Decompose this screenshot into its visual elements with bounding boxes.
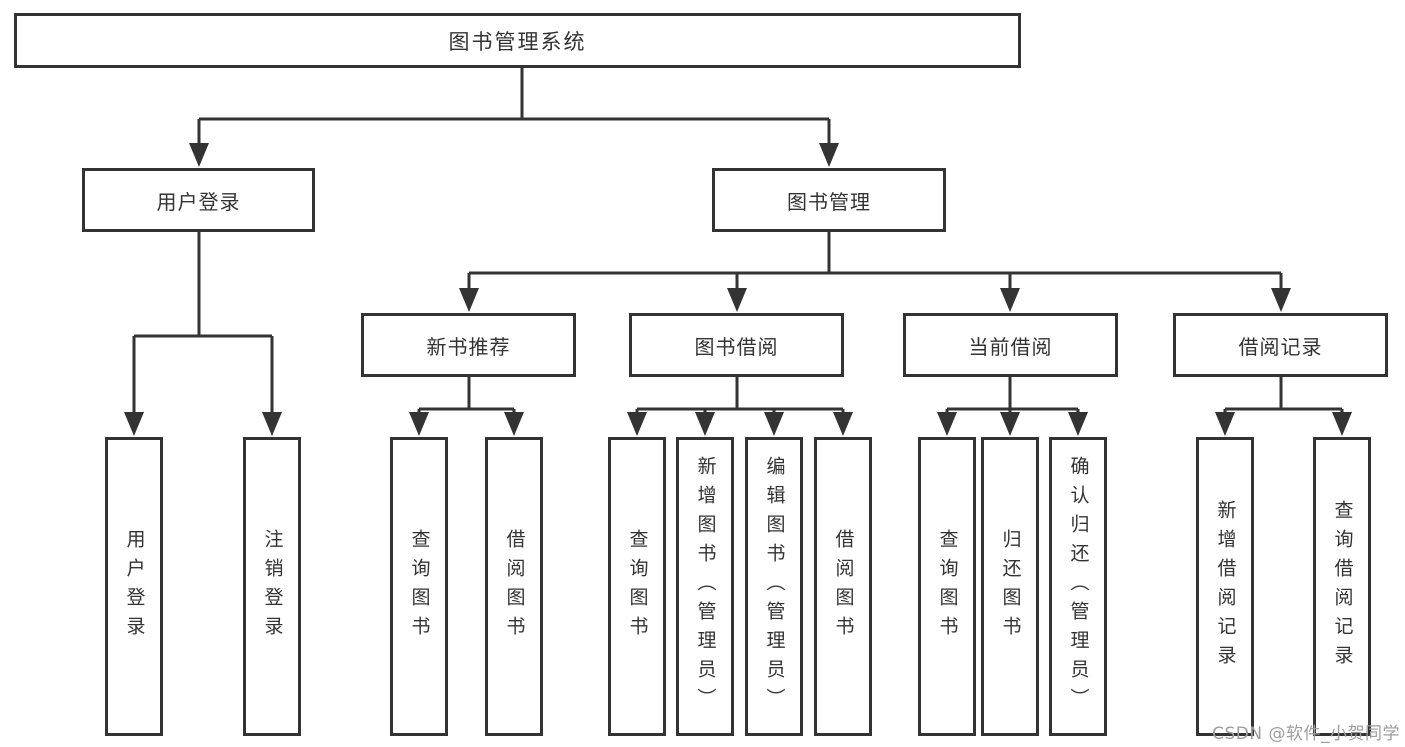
connector-user-login-to-children [132,232,274,414]
leaf-user-login: 用户登录 [105,437,163,736]
node-user-login-label: 用户登录 [156,189,241,214]
leaf-add-borrow-record: 新增借阅记录 [1196,437,1254,736]
leaf-query-borrow-record-label: 查询借阅记录 [1331,499,1354,674]
node-current-borrow: 当前借阅 [903,313,1118,377]
connector-borrow-records-to-children [1223,377,1344,414]
node-new-book-recommend: 新书推荐 [361,313,576,377]
connector-book-management-to-level3 [467,232,1283,290]
leaf-query-books-recommend-label: 查询图书 [408,528,431,645]
leaf-borrow-books-recommend: 借阅图书 [485,437,543,736]
leaf-add-books-admin-label: 新增图书（管理员） [694,456,717,717]
leaf-query-books-current: 查询图书 [918,437,976,736]
arrowhead-icon [504,412,524,436]
arrowhead-icon [819,143,839,167]
arrowhead-icon [1215,412,1235,436]
node-root-label: 图书管理系统 [448,29,587,54]
arrowhead-icon [1000,412,1020,436]
arrowhead-icon [833,412,853,436]
arrowhead-icon [409,412,429,436]
connector-book-borrow-to-children [635,377,845,414]
node-new-book-recommend-label: 新书推荐 [426,334,511,359]
node-current-borrow-label: 当前借阅 [968,334,1053,359]
leaf-query-borrow-record: 查询借阅记录 [1313,437,1371,736]
arrowhead-icon [1068,412,1088,436]
leaf-confirm-return-admin: 确认归还（管理员） [1049,437,1107,736]
node-book-management: 图书管理 [712,168,946,232]
arrowhead-icon [459,288,479,312]
arrowhead-icon [937,412,957,436]
leaf-logout-label: 注销登录 [261,528,284,645]
leaf-borrow-books-borrow-label: 借阅图书 [832,528,855,645]
arrowhead-icon [124,412,144,436]
node-root: 图书管理系统 [14,13,1021,68]
arrowhead-icon [1271,288,1291,312]
leaf-confirm-return-admin-label: 确认归还（管理员） [1067,456,1090,717]
arrowhead-icon [189,143,209,167]
arrowhead-icon [695,412,715,436]
node-book-management-label: 图书管理 [787,189,871,214]
connector-current-borrow-to-children [945,377,1080,414]
arrowhead-icon [764,412,784,436]
leaf-edit-books-admin: 编辑图书（管理员） [745,437,803,736]
leaf-edit-books-admin-label: 编辑图书（管理员） [763,456,786,717]
arrowhead-icon [1000,288,1020,312]
arrowhead-icon [627,412,647,436]
connector-new-book-recommend-to-children [417,377,516,414]
leaf-query-books-borrow-label: 查询图书 [626,528,649,645]
leaf-add-books-admin: 新增图书（管理员） [676,437,734,736]
arrowhead-icon [727,288,747,312]
leaf-return-books-label: 归还图书 [999,528,1022,645]
node-user-login: 用户登录 [82,168,315,232]
node-borrow-records-label: 借阅记录 [1238,334,1323,359]
leaf-query-books-borrow: 查询图书 [608,437,666,736]
leaf-user-login-label: 用户登录 [123,528,146,645]
leaf-query-books-current-label: 查询图书 [936,528,959,645]
leaf-logout: 注销登录 [243,437,301,736]
leaf-borrow-books-recommend-label: 借阅图书 [503,528,526,645]
arrowhead-icon [262,412,282,436]
arrowhead-icon [1332,412,1352,436]
leaf-add-borrow-record-label: 新增借阅记录 [1214,499,1237,674]
csdn-watermark: CSDN @软件_小贺同学 [1212,724,1400,744]
connector-root-to-level2 [197,68,831,146]
leaf-return-books: 归还图书 [981,437,1039,736]
node-book-borrow: 图书借阅 [629,313,844,377]
node-book-borrow-label: 图书借阅 [694,334,779,359]
leaf-query-books-recommend: 查询图书 [390,437,448,736]
node-borrow-records: 借阅记录 [1173,313,1388,377]
leaf-borrow-books-borrow: 借阅图书 [814,437,872,736]
